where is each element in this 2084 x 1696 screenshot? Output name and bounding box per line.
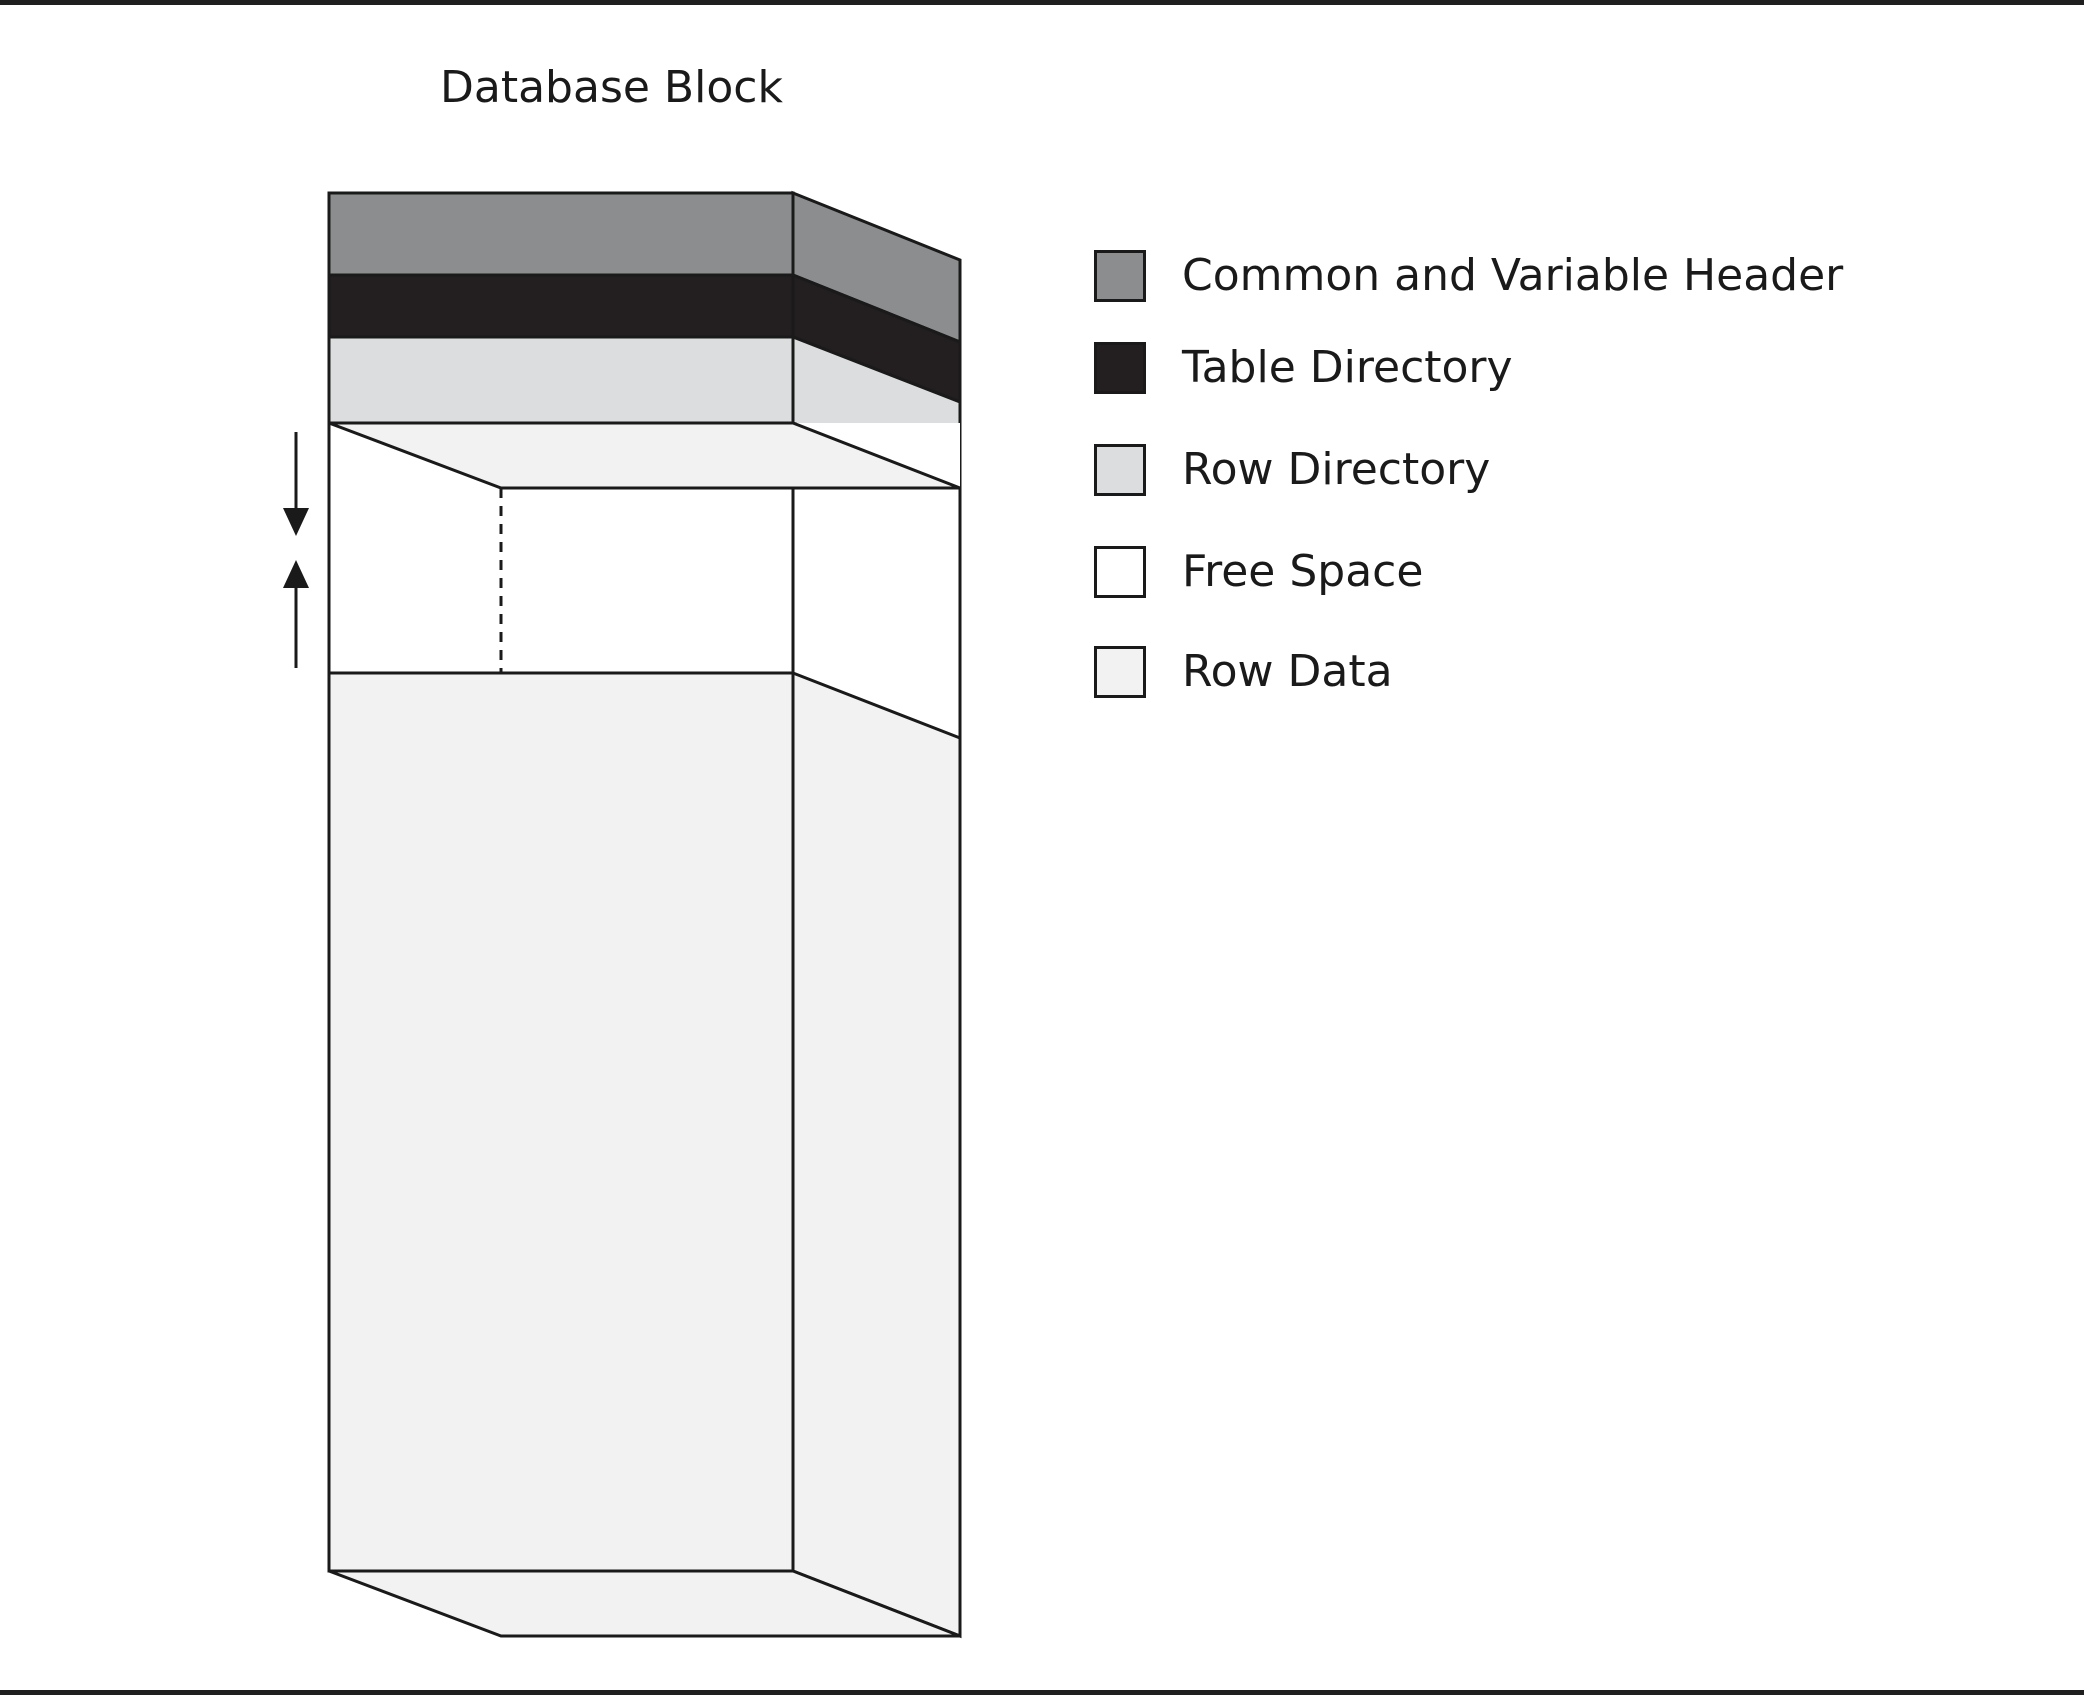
legend-swatch-row-directory [1094,444,1146,496]
legend-item-table-directory: Table Directory [1094,340,1513,396]
header-front [327,191,795,277]
legend-swatch-header [1094,250,1146,302]
legend-swatch-free-space [1094,546,1146,598]
legend-label-free-space: Free Space [1182,546,1424,597]
legend-label-row-directory: Row Directory [1182,444,1491,495]
top-rule [0,0,2084,5]
legend-label-table-directory: Table Directory [1182,342,1513,393]
row-directory-front [327,335,795,425]
diagram-title: Database Block [440,62,783,113]
table-directory-front [327,273,795,339]
bottom-rule [0,1690,2084,1695]
row-data-bottom [328,1569,961,1638]
legend-item-row-directory: Row Directory [1094,442,1490,498]
legend-item-row-data: Row Data [1094,644,1393,700]
legend-swatch-table-directory [1094,342,1146,394]
free-space-inner [329,423,960,738]
row-data-front [327,671,795,1573]
legend-label-header: Common and Variable Header [1182,250,1844,301]
upward-growth-arrow [283,560,309,668]
legend-item-free-space: Free Space [1094,544,1423,600]
legend-label-row-data: Row Data [1182,646,1393,697]
row-data-side [791,670,962,1639]
downward-growth-arrow [283,432,309,536]
legend-swatch-row-data [1094,646,1146,698]
legend-item-header: Common and Variable Header [1094,248,1843,304]
